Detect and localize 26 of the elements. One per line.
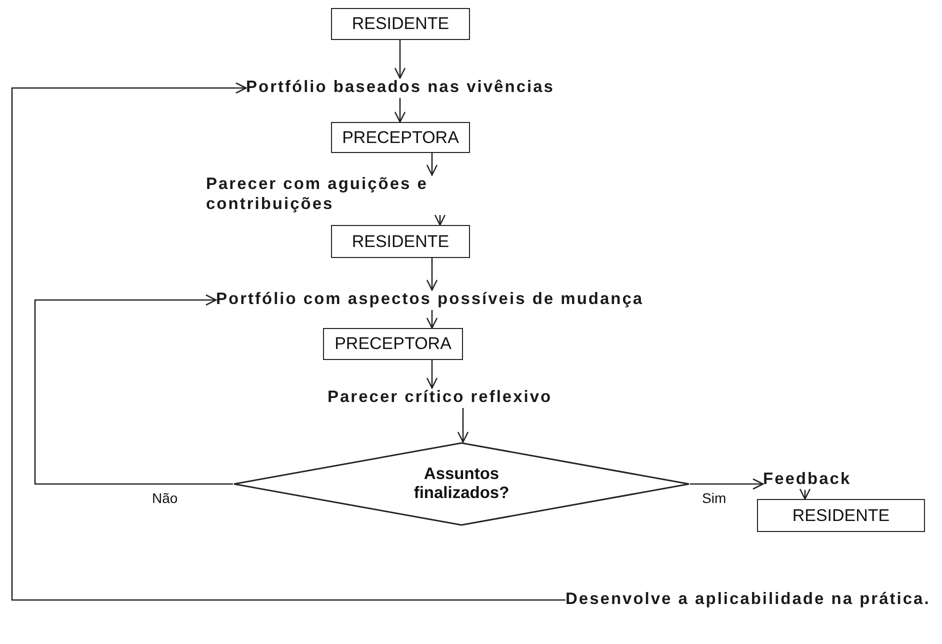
process-box: PRECEPTORA	[331, 122, 470, 153]
edge-label: Sim	[700, 490, 728, 506]
edge-label: Não	[150, 490, 180, 506]
step-text: Parecer crítico reflexivo	[328, 388, 552, 408]
arrow	[394, 98, 406, 123]
arrow	[799, 488, 811, 500]
arrow	[690, 478, 764, 490]
arrow	[394, 40, 406, 79]
arrow	[34, 294, 233, 485]
step-text: Portfólio baseados nas vivências	[246, 78, 554, 98]
arrow	[426, 310, 438, 329]
arrow	[426, 258, 438, 291]
arrow	[426, 360, 438, 389]
arrow	[11, 82, 566, 601]
arrow	[457, 408, 469, 443]
step-text: Desenvolve a aplicabilidade na prática.	[566, 590, 930, 610]
process-box: RESIDENTE	[757, 499, 925, 532]
process-box: PRECEPTORA	[323, 328, 463, 360]
process-box: RESIDENTE	[331, 8, 470, 40]
arrow	[434, 214, 446, 226]
step-text: Feedback	[763, 470, 852, 490]
arrow	[426, 153, 438, 176]
process-box: RESIDENTE	[331, 225, 470, 258]
step-text: Parecer com aguições e contribuições	[206, 175, 448, 215]
decision-text: Assuntos finalizados?	[412, 465, 510, 503]
step-text: Portfólio com aspectos possíveis de mudança	[216, 290, 644, 310]
